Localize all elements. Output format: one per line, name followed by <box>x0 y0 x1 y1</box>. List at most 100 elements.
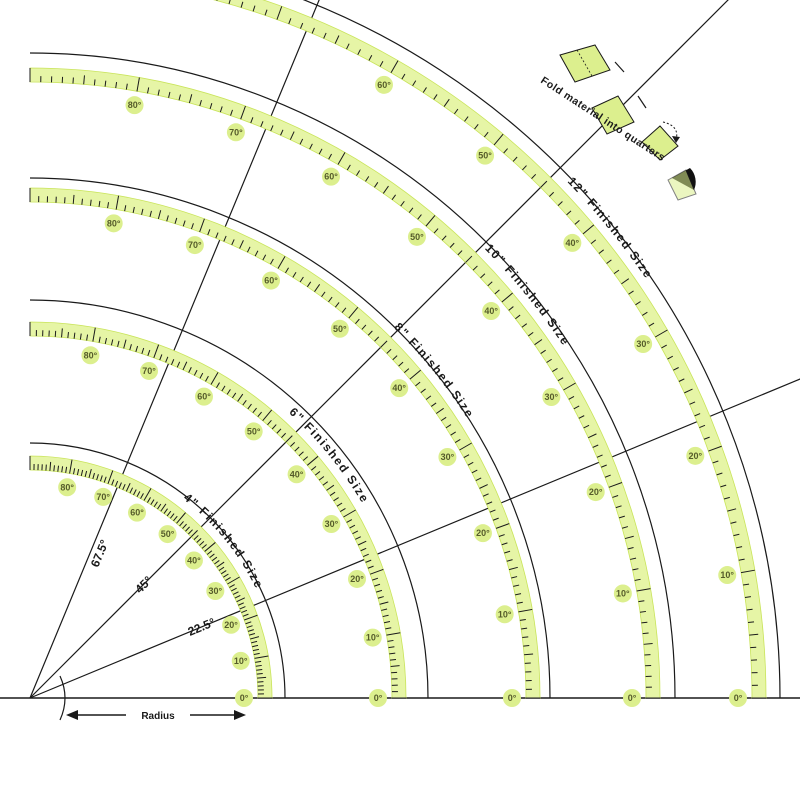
tick <box>136 491 141 497</box>
tick <box>185 526 190 532</box>
tick <box>521 627 528 630</box>
tick <box>311 27 315 34</box>
tick <box>534 339 543 346</box>
tick <box>61 328 63 338</box>
tick <box>188 529 193 535</box>
tick <box>239 240 244 249</box>
tick <box>386 348 392 354</box>
tick <box>209 553 215 559</box>
degree-badge <box>322 167 340 186</box>
degree-label: 60° <box>264 276 278 286</box>
tick <box>232 591 239 595</box>
tick <box>708 445 722 452</box>
degree-badge <box>140 361 159 380</box>
tick <box>86 334 89 341</box>
tick <box>337 152 346 165</box>
degree-label: 60° <box>130 508 144 518</box>
degree-badge <box>231 651 250 670</box>
degree-label: 40° <box>187 555 201 565</box>
tick <box>627 547 634 550</box>
tick <box>457 250 463 256</box>
tick <box>53 465 55 472</box>
tick <box>408 207 414 213</box>
tick <box>276 6 283 20</box>
tick <box>166 510 172 517</box>
tick <box>115 81 118 89</box>
tick <box>465 255 473 263</box>
tick <box>415 381 421 387</box>
tick <box>322 481 329 486</box>
tick <box>238 602 244 606</box>
tick <box>104 80 107 87</box>
tick <box>489 509 496 513</box>
tick <box>147 497 151 503</box>
degree-badge <box>586 483 605 502</box>
angle-ray-2 <box>29 0 320 699</box>
tick <box>214 560 220 565</box>
tick <box>230 109 233 116</box>
tick <box>262 254 267 261</box>
tick <box>221 385 226 392</box>
tick <box>563 382 576 391</box>
tick <box>643 643 653 645</box>
tick <box>205 375 209 382</box>
degree-label: 0° <box>628 693 637 703</box>
degree-label: 0° <box>734 693 743 703</box>
tick <box>239 606 246 610</box>
tick <box>568 396 575 400</box>
tick <box>125 83 128 90</box>
degree-label: 30° <box>636 339 650 349</box>
tick <box>720 484 727 488</box>
tick <box>383 620 391 624</box>
tick <box>376 589 383 593</box>
tick <box>254 655 269 659</box>
guide-lines <box>0 0 800 721</box>
tick <box>401 73 406 80</box>
tick <box>389 659 397 661</box>
tick <box>98 200 101 207</box>
tick <box>182 220 186 227</box>
tick <box>501 542 508 546</box>
tick <box>425 215 436 227</box>
tick <box>93 79 96 86</box>
tick <box>346 519 353 523</box>
tick <box>153 344 160 359</box>
tick <box>247 629 254 632</box>
tick <box>511 576 518 579</box>
degree-label: 40° <box>290 469 304 479</box>
tick <box>638 600 645 603</box>
tick <box>508 566 518 571</box>
tick <box>256 673 263 675</box>
tick <box>519 618 526 621</box>
tick <box>600 464 607 468</box>
fold-icons <box>559 44 697 201</box>
tick <box>749 633 759 636</box>
tick <box>277 256 286 269</box>
tick <box>254 250 259 257</box>
tick <box>655 329 668 338</box>
tick <box>386 632 401 636</box>
tick <box>522 165 527 171</box>
tick <box>280 129 284 136</box>
tick <box>355 318 360 324</box>
degree-badge <box>184 551 203 570</box>
tick <box>72 194 75 204</box>
tick <box>111 479 115 486</box>
tick <box>204 542 216 552</box>
tick <box>252 644 259 648</box>
tick <box>117 340 120 347</box>
tick <box>81 198 83 205</box>
tick <box>588 433 597 439</box>
tick <box>459 442 472 451</box>
tick <box>288 18 292 25</box>
tick <box>136 77 140 92</box>
tick <box>630 557 637 560</box>
tick <box>574 220 580 225</box>
tick <box>346 43 350 50</box>
degree-badge <box>330 319 349 338</box>
tick <box>483 131 489 138</box>
tick <box>329 491 336 496</box>
tick <box>363 553 369 558</box>
tick <box>159 354 163 361</box>
tick <box>218 566 225 571</box>
